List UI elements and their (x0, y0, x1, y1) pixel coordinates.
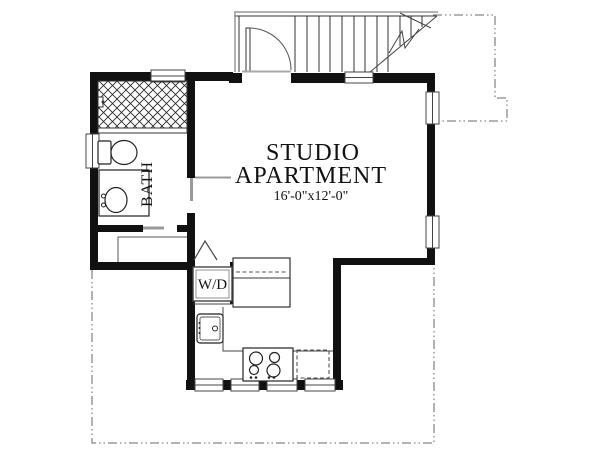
wall-bottom-left-horizontal (90, 262, 195, 270)
washer-dryer-unit (192, 266, 233, 302)
deck-outline-upper-right (433, 14, 508, 122)
window-right-lower (425, 215, 440, 249)
wall-post-kitchen-1 (186, 380, 195, 390)
deck-outline-lower (91, 267, 435, 444)
room-dimensions: 16'-0"x12'-0" (274, 189, 349, 204)
room-title-line2: APARTMENT (235, 163, 387, 189)
wall-top-stair-left (229, 73, 242, 83)
shower-curb (97, 127, 188, 134)
labels: STUDIO APARTMENT 16'-0"x12'-0" BATH (139, 140, 387, 207)
burner (248, 351, 264, 366)
washer-dryer-label: W/D (198, 277, 227, 293)
sink-faucet (198, 322, 201, 324)
range-knob (249, 376, 253, 379)
toilet-bowl (110, 139, 138, 166)
staircase (234, 11, 438, 73)
wall-post-kitchen-2 (223, 380, 231, 390)
toilet-tank (97, 140, 112, 165)
wall-right-top (427, 81, 435, 93)
bifold-door-icon (193, 239, 218, 261)
vanity (98, 169, 150, 217)
wall-bath-interior-upper (187, 80, 195, 178)
shower-head-icon (97, 96, 105, 108)
deck-boundary (91, 14, 508, 444)
dishwasher (296, 349, 330, 379)
wall-top-bath-right (185, 72, 233, 81)
exterior-walls (90, 72, 435, 390)
laundry-closet: W/D (192, 239, 233, 305)
wall-top-stair-right (373, 73, 435, 83)
kitchen (196, 257, 333, 382)
stair-door (242, 27, 292, 73)
wall-post-kitchen-4 (297, 380, 305, 390)
bath-closet (117, 226, 187, 262)
closet-shelf (117, 236, 187, 262)
windows (85, 69, 440, 392)
wall-bottom-right-horizontal (333, 258, 435, 265)
kitchen-sink (196, 313, 224, 344)
sink-drain (212, 325, 218, 332)
bath-label: BATH (139, 161, 156, 207)
window-bottom-1 (194, 378, 224, 392)
bath-door (190, 176, 231, 201)
window-top-bath (150, 69, 186, 83)
door-leaf (245, 27, 251, 72)
wall-kitchen-right (333, 258, 341, 382)
shower (97, 80, 188, 129)
wall-bath-bottom-left (98, 225, 143, 232)
wall-bath-bottom-right (177, 225, 187, 232)
vanity-faucet (101, 193, 106, 199)
burner (266, 363, 281, 378)
room-title-line1: STUDIO (266, 140, 360, 166)
wall-post-kitchen-3 (259, 380, 267, 390)
wall-interior-lower (187, 213, 195, 380)
burner (268, 351, 281, 364)
stair-break-line (369, 12, 438, 73)
wall-top-stair-mid (291, 73, 345, 83)
range-cooktop (242, 347, 294, 382)
toilet (97, 139, 138, 166)
door-swing-arc (249, 27, 292, 71)
wall-post-kitchen-5 (335, 380, 343, 390)
wall-left-lower (90, 167, 98, 270)
wall-right-mid (427, 123, 435, 217)
vanity-sink (104, 186, 128, 214)
window-top-stair (344, 71, 374, 84)
burner (248, 364, 260, 376)
window-right-upper (425, 91, 440, 125)
window-left-bath (85, 133, 100, 169)
stair-treads (294, 16, 423, 72)
refrigerator-cabinet (232, 257, 291, 308)
window-bottom-4 (304, 378, 336, 392)
wall-right-bottom (427, 247, 435, 265)
wall-left-upper (90, 72, 98, 135)
wall-top-bath-left (90, 72, 152, 81)
bathroom (97, 80, 231, 262)
